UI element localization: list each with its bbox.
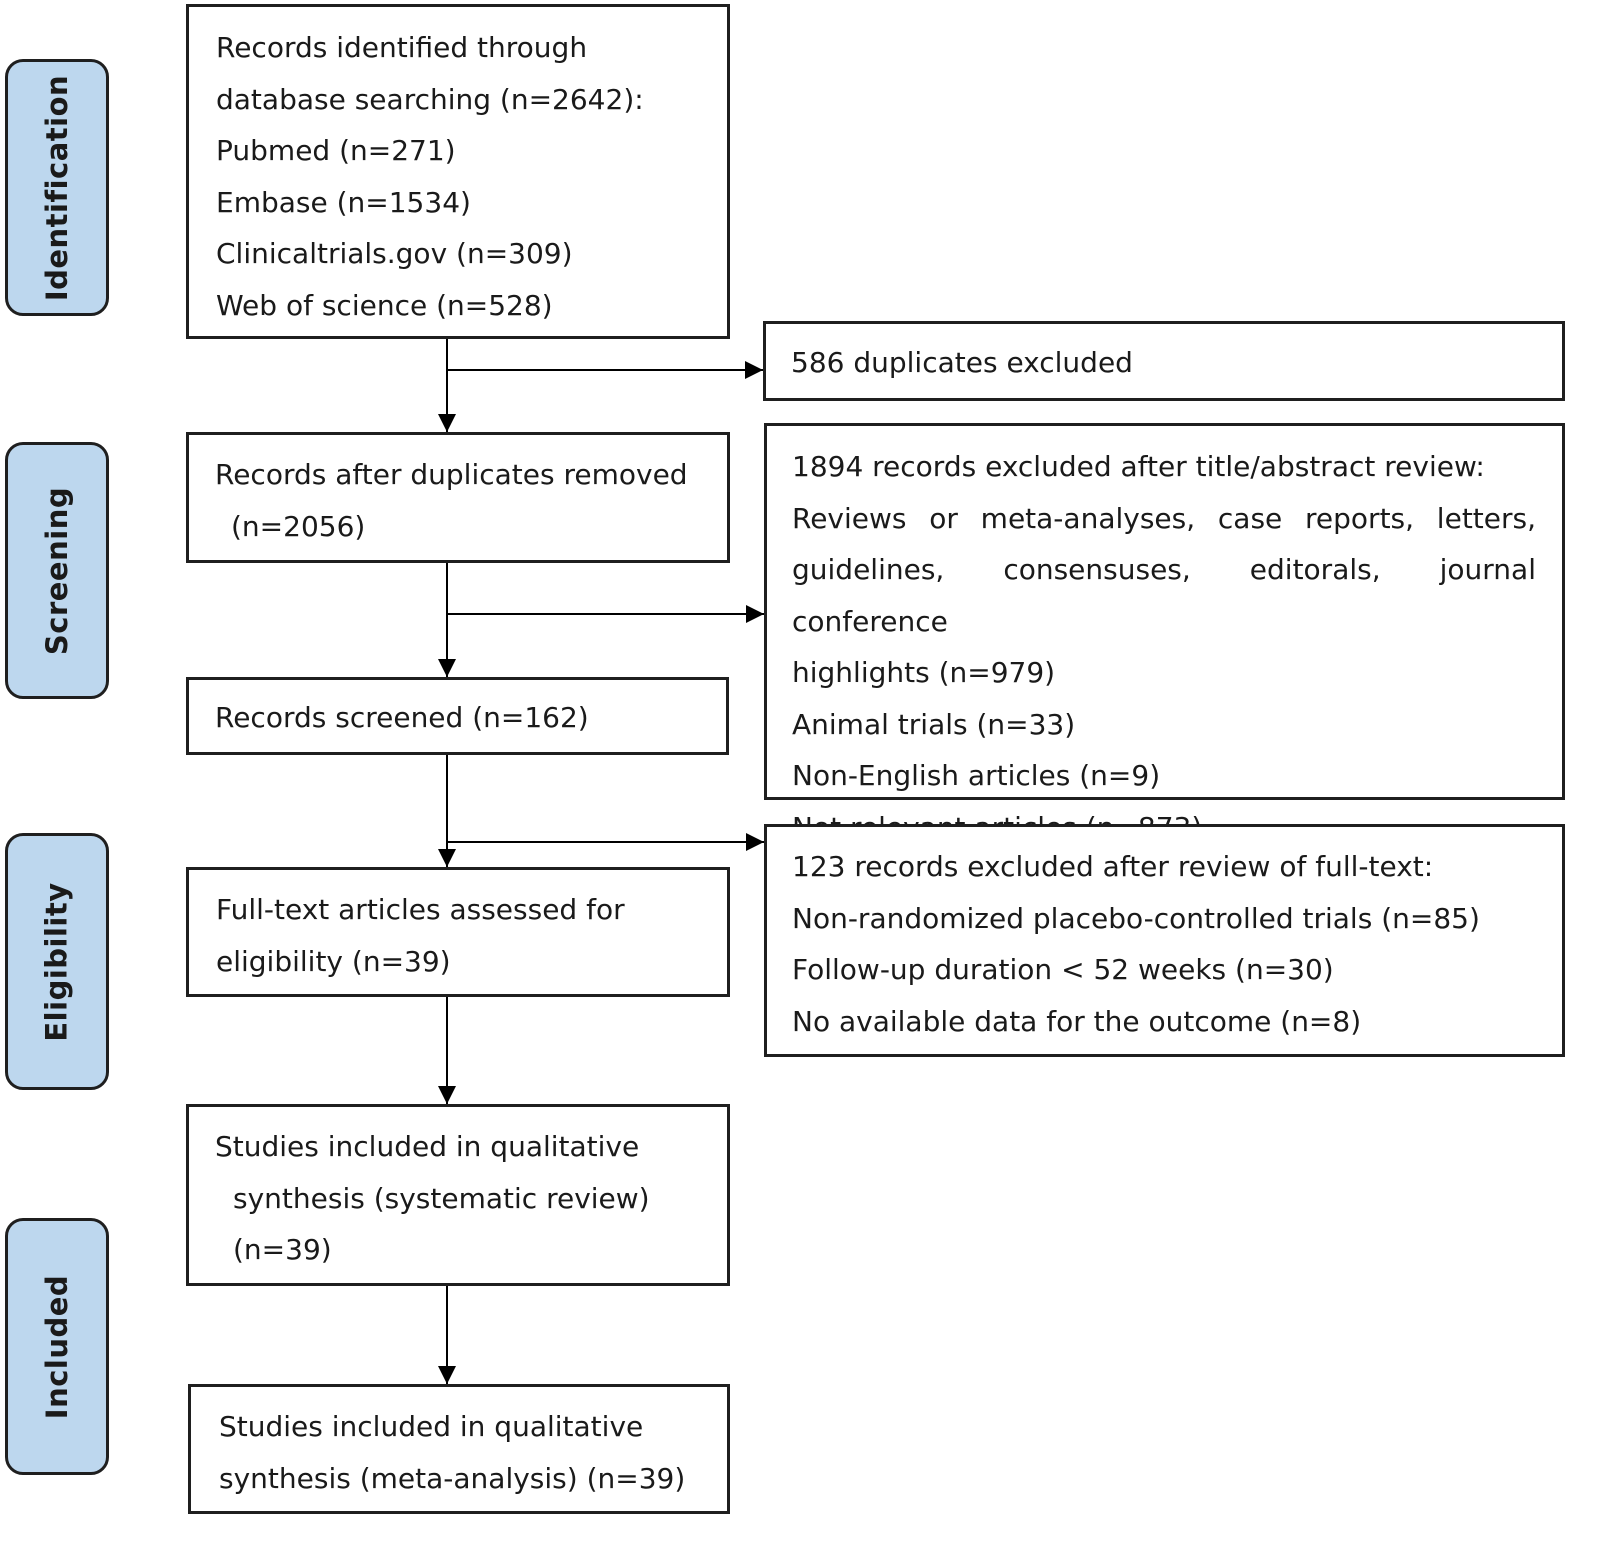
box-records-after-duplicates: Records after duplicates removed (n=2056… [186, 432, 730, 563]
box-line: highlights (n=979) [792, 656, 1056, 689]
box-line: Embase (n=1534) [216, 185, 471, 219]
box-line: Studies included in qualitative [215, 1130, 640, 1163]
box-line: Records screened (n=162) [215, 701, 589, 734]
box-fulltext-excluded: 123 records excluded after review of ful… [764, 824, 1565, 1057]
box-title-abstract-excluded: 1894 records excluded after title/abstra… [764, 423, 1565, 844]
box-line: Non-English articles (n=9) [792, 759, 1161, 792]
box-line: eligibility (n=39) [216, 944, 451, 978]
box-line: synthesis (systematic review) [233, 1181, 650, 1215]
box-line: Follow-up duration < 52 weeks (n=30) [792, 953, 1334, 986]
box-duplicates-excluded: 586 duplicates excluded [763, 321, 1565, 401]
box-line: Records identified through [216, 31, 588, 64]
box-line: Full-text articles assessed for [216, 893, 625, 926]
box-line: 123 records excluded after review of ful… [792, 850, 1434, 883]
box-line: Clinicaltrials.gov (n=309) [216, 237, 573, 270]
box-fulltext-assessed: Full-text articles assessed for eligibil… [186, 867, 730, 997]
box-records-identified: Records identified through database sear… [186, 4, 730, 339]
box-meta-analysis: Studies included in qualitative synthesi… [188, 1384, 730, 1514]
phase-label-identification: Identification [5, 59, 109, 316]
box-records-screened: Records screened (n=162) [186, 677, 729, 755]
box-line: guidelines, consensuses, editorals, jour… [792, 553, 1536, 638]
box-line: Records after duplicates removed [215, 458, 688, 491]
box-line: (n=2056) [231, 509, 366, 543]
box-qualitative-synthesis: Studies included in qualitative synthesi… [186, 1104, 730, 1286]
box-line: Non-randomized placebo-controlled trials… [792, 901, 1480, 935]
box-line: 1894 records excluded after title/abstra… [792, 450, 1485, 483]
box-line: Web of science (n=528) [216, 288, 553, 322]
box-line: No available data for the outcome (n=8) [792, 1004, 1362, 1038]
box-line: Reviews or meta-analyses, case reports, … [792, 501, 1536, 535]
phase-label-eligibility: Eligibility [5, 833, 109, 1090]
box-line: Studies included in qualitative [219, 1410, 644, 1443]
phase-label-included: Included [5, 1218, 109, 1475]
box-line: Animal trials (n=33) [792, 707, 1076, 741]
box-line: synthesis (meta-analysis) (n=39) [219, 1461, 686, 1495]
box-line: 586 duplicates excluded [791, 346, 1133, 379]
box-line: Pubmed (n=271) [216, 134, 456, 167]
phase-label-screening: Screening [5, 442, 109, 699]
box-line: database searching (n=2642): [216, 82, 644, 116]
box-line: (n=39) [233, 1233, 332, 1266]
